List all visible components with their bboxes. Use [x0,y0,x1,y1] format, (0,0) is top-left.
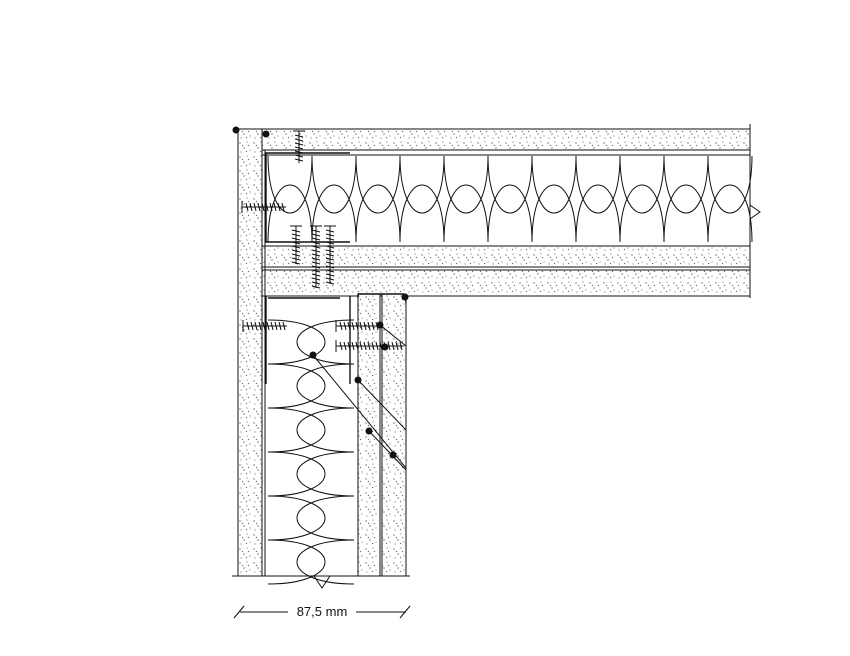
wall-outer-board [237,128,263,577]
wall-insulation-waves [267,319,355,585]
screw [310,225,322,289]
screws [241,130,404,352]
screw [242,320,287,332]
break-symbol-bottom [313,575,331,589]
screw [293,130,305,163]
screw [241,201,286,213]
ceiling-lower-board-2 [261,269,751,297]
metal-profiles [265,152,404,384]
wall-insulation [267,319,355,585]
screw [324,225,336,285]
ceiling-insulation [267,155,753,243]
break-symbol-right [749,204,761,220]
ceiling-top-board [261,128,751,151]
ceiling-insulation-waves [267,155,753,243]
dimension-line [233,605,411,619]
ceiling-lower-board-1 [261,245,751,268]
dimension-label: 87,5 mm [297,604,348,619]
wall-inner-board-1 [357,293,381,577]
wall-inner-board-2 [381,293,407,577]
screw [335,320,380,332]
screw [290,225,302,265]
wall-assembly [232,128,410,589]
screw [335,340,404,352]
fastener-dots [232,126,409,471]
ceiling-assembly [261,124,761,298]
